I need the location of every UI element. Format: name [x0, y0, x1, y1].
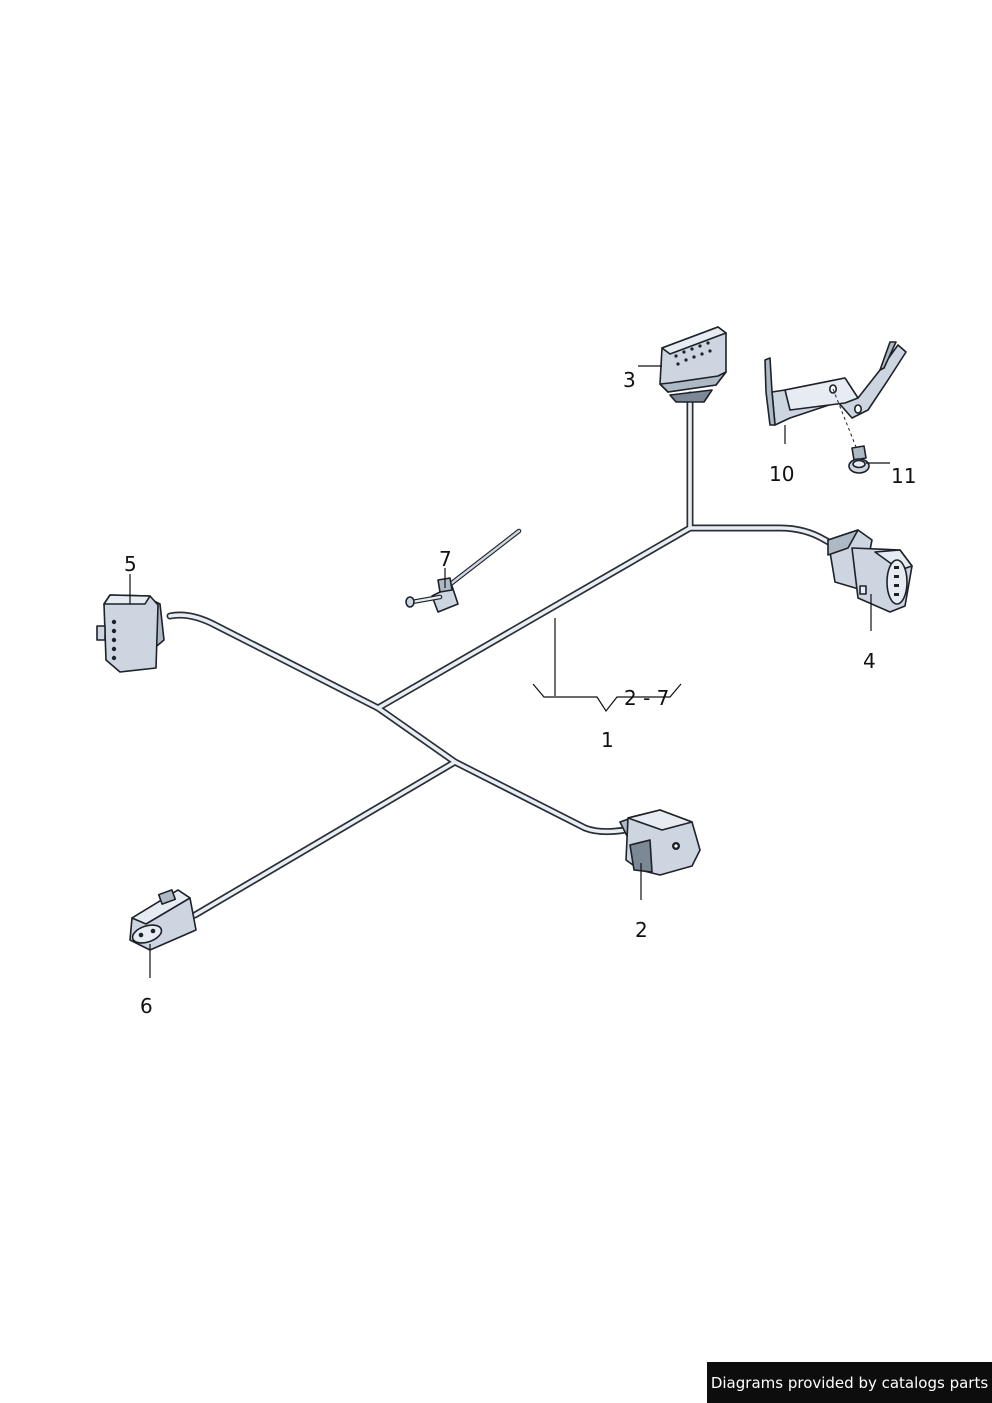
leader-lines	[129, 365, 890, 978]
connector-3	[659, 326, 727, 403]
connector-5	[96, 594, 165, 673]
callout-11: 11	[891, 464, 916, 488]
callout-5: 5	[124, 552, 137, 576]
cable-tie-7	[405, 528, 522, 613]
wiring-harness	[166, 391, 844, 919]
connector-6	[129, 889, 197, 951]
callout-10: 10	[769, 462, 794, 486]
bracket-10	[764, 341, 907, 426]
bolt-11	[832, 388, 870, 474]
connector-2	[619, 809, 701, 876]
callout-1-range: 2 - 7	[624, 686, 669, 710]
callout-2: 2	[635, 918, 648, 942]
connector-4	[827, 529, 913, 613]
callout-1: 1	[601, 728, 614, 752]
footer-credit: Diagrams provided by catalogs parts	[707, 1362, 992, 1403]
callout-3: 3	[623, 368, 636, 392]
callout-7: 7	[439, 547, 452, 571]
footer-text: Diagrams provided by catalogs parts	[710, 1373, 989, 1392]
callout-6: 6	[140, 994, 153, 1018]
callout-4: 4	[863, 649, 876, 673]
